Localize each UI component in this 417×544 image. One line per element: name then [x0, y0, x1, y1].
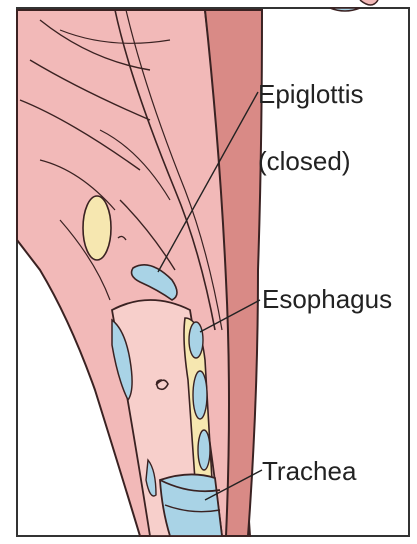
- label-epiglottis-closed: (closed): [258, 146, 350, 176]
- label-trachea: Trachea: [262, 456, 357, 486]
- label-epiglottis: Epiglottis: [258, 79, 364, 109]
- hyoid-cartilage: [83, 196, 111, 260]
- label-esophagus: Esophagus: [262, 284, 392, 314]
